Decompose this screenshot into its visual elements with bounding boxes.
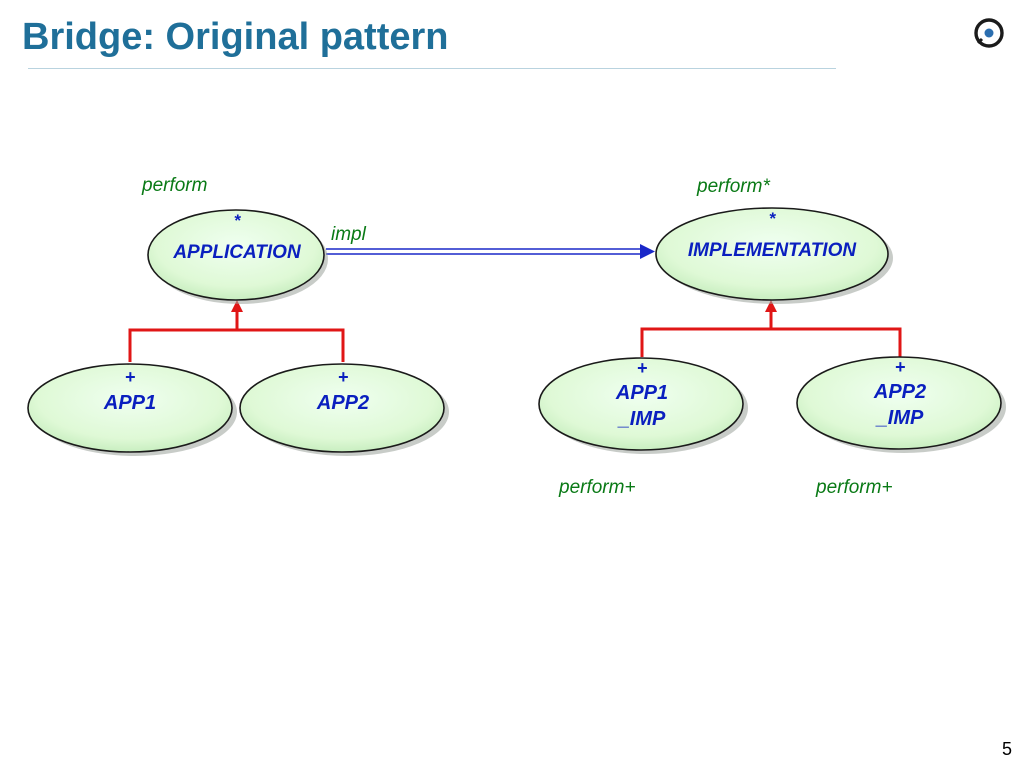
inheritance-link-application — [128, 310, 345, 362]
client-link-impl — [326, 244, 655, 259]
node-app2: + APP2 — [239, 363, 449, 456]
feature-app1-imp: perform+ — [558, 477, 636, 498]
node-name-line2: _IMP — [617, 408, 666, 430]
node-name: IMPLEMENTATION — [688, 240, 857, 261]
inheritance-link-implementation — [640, 310, 902, 357]
node-name: APPLICATION — [172, 242, 302, 263]
node-app1-imp: + APP1 _IMP — [538, 357, 748, 454]
node-name: APP1 — [103, 392, 156, 414]
slide-title: Bridge: Original pattern — [22, 16, 449, 58]
client-arrowhead — [640, 244, 655, 259]
feature-app2-imp: perform+ — [815, 477, 893, 498]
node-name-line1: APP2 — [873, 381, 926, 403]
node-name-line1: APP1 — [615, 382, 668, 404]
node-marker: + — [637, 358, 648, 378]
client-label: impl — [331, 224, 367, 245]
node-name-line2: _IMP — [875, 407, 924, 429]
inheritance-arrowhead-implementation — [765, 300, 777, 312]
node-marker: * — [769, 209, 777, 228]
node-marker: + — [125, 367, 136, 387]
feature-application: perform — [141, 175, 207, 196]
inheritance-arrowhead-application — [231, 300, 243, 312]
node-marker: + — [895, 357, 906, 377]
page-number: 5 — [1001, 739, 1012, 759]
inheritance-links — [128, 300, 902, 362]
node-app1: + APP1 — [27, 363, 237, 456]
node-marker: * — [234, 211, 242, 230]
node-app2-imp: + APP2 _IMP — [796, 356, 1006, 453]
title-divider — [28, 68, 836, 69]
node-application: * APPLICATION — [147, 209, 328, 304]
node-name: APP2 — [316, 392, 369, 414]
feature-implementation: perform* — [696, 176, 770, 197]
eiffel-logo-icon — [974, 18, 1004, 48]
node-marker: + — [338, 367, 349, 387]
node-implementation: * IMPLEMENTATION — [655, 207, 893, 304]
